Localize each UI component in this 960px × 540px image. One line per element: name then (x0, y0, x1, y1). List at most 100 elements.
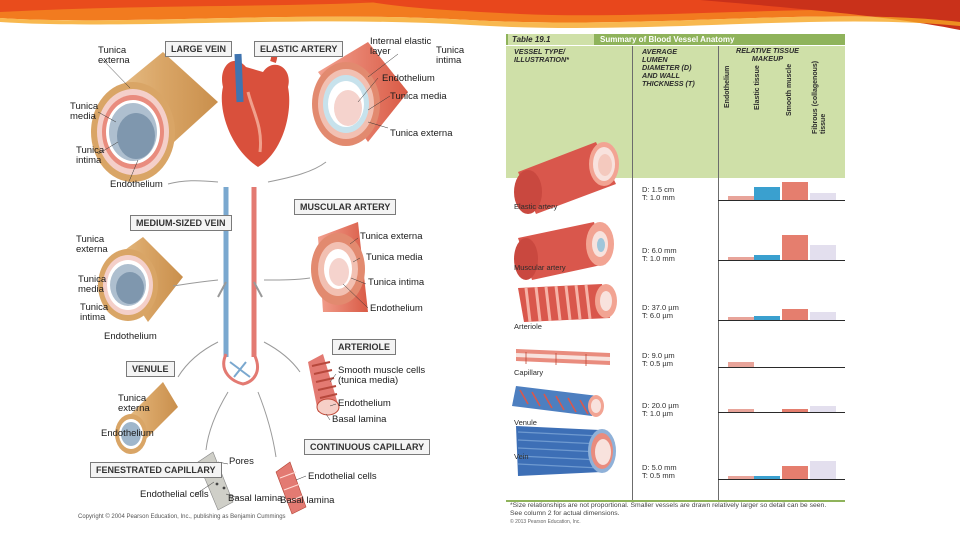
label-lv-media: Tunica media (70, 101, 99, 122)
label-ea-intima: Tunica intima (436, 45, 465, 66)
continuous-capillary-drawing (275, 461, 307, 515)
bar-endothelium (728, 257, 754, 260)
label-cc-basal-lamina: Basal lamina (280, 495, 335, 506)
label-mv-intima: Tunica intima (80, 302, 109, 323)
label-ea-internal-elastic: Internal elastic layer (370, 36, 432, 57)
box-arteriole: ARTERIOLE (332, 339, 397, 355)
box-continuous-capillary: CONTINUOUS CAPILLARY (304, 439, 431, 455)
row-name-capillary: Capillary (514, 368, 544, 377)
row-t-vein: T: 0.5 mm (642, 471, 675, 480)
divider-2 (718, 46, 719, 501)
label-lv-intima: Tunica intima (76, 145, 105, 166)
label-vn-externa: Tunica externa (118, 393, 150, 414)
label-mv-endothelium: Endothelium (104, 331, 157, 342)
row-name-venule: Venule (514, 418, 537, 427)
medium-vein-drawing (98, 237, 183, 322)
large-vein-drawing (91, 52, 218, 182)
label-fc-pores: Pores (229, 456, 254, 467)
row-d-venule: D: 20.0 µm (642, 401, 679, 410)
row-t-arteriole: T: 6.0 µm (642, 311, 673, 320)
bar-smooth-muscle (782, 235, 808, 260)
label-fc-endothelial-cells: Endothelial cells (140, 489, 209, 500)
row-capillary-drawing (515, 349, 611, 366)
label-ar-basal-lamina: Basal lamina (332, 414, 387, 425)
vessel-structure-figure: LARGE VEIN ELASTIC ARTERY MEDIUM-SIZED V… (68, 32, 464, 524)
bar-elastic-tissue (754, 476, 780, 479)
label-ma-intima: Tunica intima (368, 277, 425, 288)
label-ma-externa: Tunica externa (360, 231, 423, 242)
heart-drawing (221, 43, 290, 167)
row-d-capillary: D: 9.0 µm (642, 351, 675, 360)
top-decorative-band (0, 0, 960, 30)
bar-elastic-tissue (754, 316, 780, 320)
bar-fibrous-tissue (810, 312, 836, 320)
row-name-vein: Vein (514, 452, 529, 461)
table-copyright: © 2013 Pearson Education, Inc. (510, 519, 581, 525)
label-mv-externa: Tunica externa (76, 234, 108, 255)
label-vn-endothelium: Endothelium (101, 428, 154, 439)
leader-lines (97, 53, 399, 499)
row-baseline (718, 412, 845, 413)
bar-endothelium (728, 196, 754, 200)
label-ar-endothelium: Endothelium (338, 398, 391, 409)
label-ma-media: Tunica media (366, 252, 423, 263)
row-t-elastic-artery: T: 1.0 mm (642, 193, 675, 202)
label-ma-endothelium: Endothelium (370, 303, 423, 314)
row-arteriole-drawing (518, 284, 617, 323)
label-fc-basal-lamina: Basal lamina (228, 493, 283, 504)
bar-endothelium (728, 362, 754, 367)
row-baseline (718, 200, 845, 201)
muscular-artery-drawing (311, 222, 368, 312)
label-lv-endothelium: Endothelium (110, 179, 163, 190)
row-elastic-artery-drawing (514, 142, 619, 214)
label-ea-media: Tunica media (390, 91, 447, 102)
box-fenestrated-capillary: FENESTRATED CAPILLARY (90, 462, 222, 478)
table-number: Table 19.1 (508, 34, 594, 45)
row-d-vein: D: 5.0 mm (642, 463, 677, 472)
row-muscular-artery-drawing (514, 222, 614, 280)
bar-fibrous-tissue (810, 193, 836, 200)
bar-smooth-muscle (782, 309, 808, 320)
column-lumen-diameter: AVERAGE LUMEN DIAMETER (D) AND WALL THIC… (642, 47, 695, 88)
bar-endothelium (728, 409, 754, 412)
divider-1 (632, 46, 633, 501)
bar-endothelium (728, 476, 754, 479)
footnote-rule (506, 500, 845, 502)
row-t-muscular-artery: T: 1.0 mm (642, 254, 675, 263)
branching-arrows (167, 161, 327, 458)
row-name-muscular-artery: Muscular artery (514, 263, 566, 272)
column-relative-makeup: RELATIVE TISSUE MAKEUP (736, 46, 799, 63)
label-mv-media: Tunica media (78, 274, 107, 295)
row-d-arteriole: D: 37.0 µm (642, 303, 679, 312)
bar-smooth-muscle (782, 182, 808, 200)
box-muscular-artery: MUSCULAR ARTERY (294, 199, 397, 215)
box-large-vein: LARGE VEIN (165, 41, 233, 57)
row-name-elastic-artery: Elastic artery (514, 202, 558, 211)
box-venule: VENULE (126, 361, 175, 377)
vessel-illustrations (91, 42, 408, 515)
venule-drawing (115, 382, 178, 454)
bar-fibrous-tissue (810, 461, 836, 479)
row-name-arteriole: Arteriole (514, 322, 542, 331)
table-header-bar (506, 34, 845, 45)
row-t-capillary: T: 0.5 µm (642, 359, 673, 368)
vessel-row-illustrations (512, 142, 619, 476)
row-d-elastic-artery: D: 1.5 cm (642, 185, 675, 194)
bar-smooth-muscle (782, 466, 808, 479)
label-ea-endothelium: Endothelium (382, 73, 435, 84)
label-lv-externa: Tunica externa (98, 45, 130, 66)
row-t-venule: T: 1.0 µm (642, 409, 673, 418)
column-vessel-type: VESSEL TYPE/ ILLUSTRATION* (514, 47, 569, 64)
bar-endothelium (728, 317, 754, 320)
row-venule-drawing (512, 386, 604, 417)
blood-vessel-table: Table 19.1 Summary of Blood Vessel Anato… (506, 34, 845, 525)
row-d-muscular-artery: D: 6.0 mm (642, 246, 677, 255)
figure-copyright: Copyright © 2004 Pearson Education, Inc.… (78, 514, 286, 520)
label-cc-endothelial-cells: Endothelial cells (308, 471, 377, 482)
label-ea-externa: Tunica externa (390, 128, 453, 139)
bar-smooth-muscle (782, 409, 808, 412)
table-footnote: *Size relationships are not proportional… (510, 502, 827, 517)
table-title: Summary of Blood Vessel Anatomy (600, 35, 735, 44)
bar-fibrous-tissue (810, 406, 836, 412)
row-baseline (718, 367, 845, 368)
